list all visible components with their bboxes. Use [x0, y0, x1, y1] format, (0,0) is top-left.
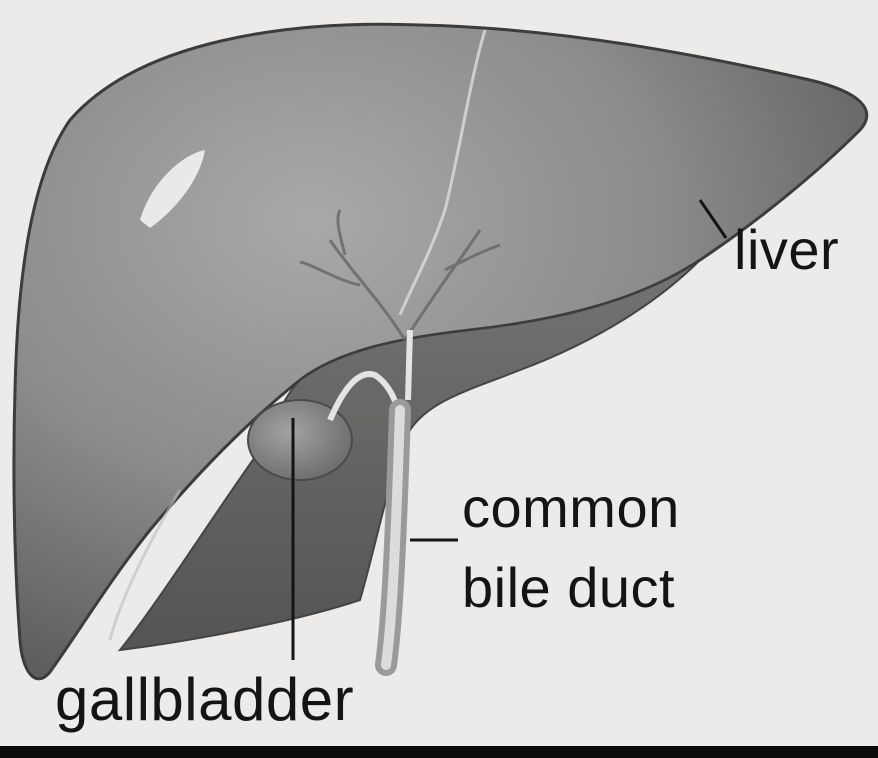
common-hepatic-duct — [408, 330, 410, 400]
common-bile-duct-label-line1: common — [462, 480, 680, 536]
bottom-border-bar — [0, 746, 878, 758]
gallbladder-label: gallbladder — [55, 670, 354, 730]
liver-label: liver — [734, 222, 839, 278]
common-bile-duct-label-line2: bile duct — [462, 560, 675, 616]
